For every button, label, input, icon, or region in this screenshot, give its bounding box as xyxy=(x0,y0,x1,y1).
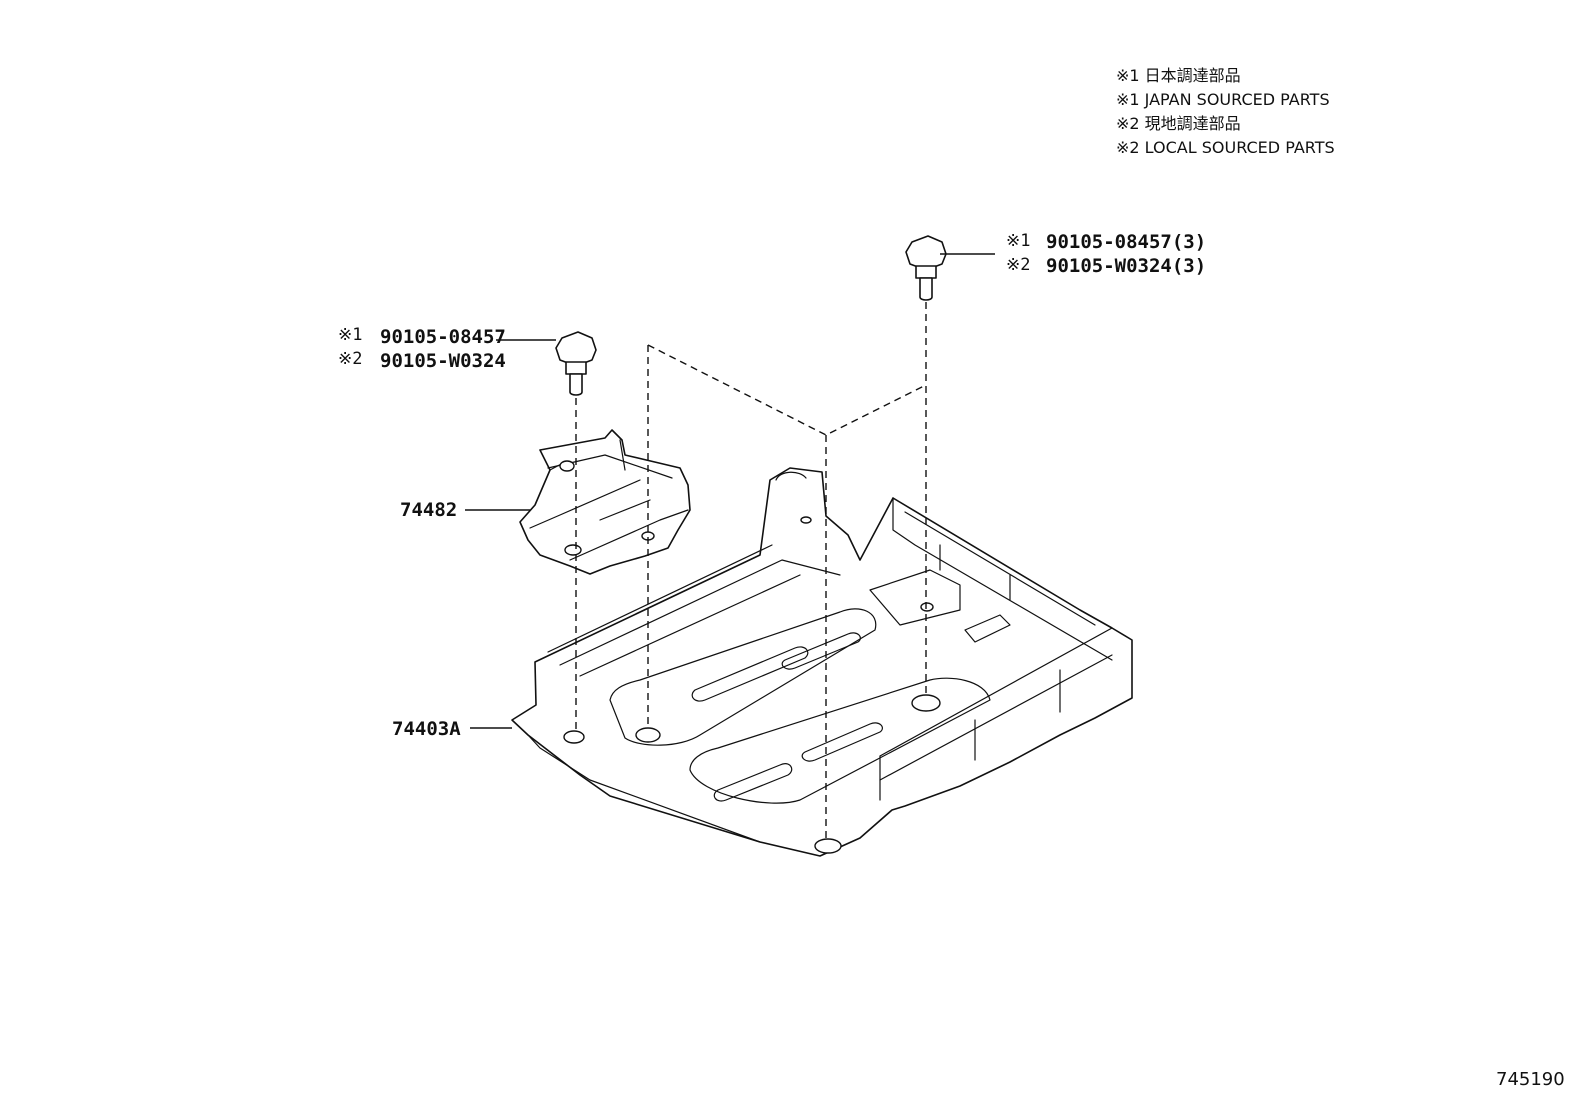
illustration-id: 745190 xyxy=(1496,1069,1565,1090)
leader-lines xyxy=(465,253,995,729)
legend-line-4: ※2 LOCAL SOURCED PARTS xyxy=(1116,138,1335,157)
assembly-lines xyxy=(575,302,927,838)
bolt-left-mark-2: ※2 xyxy=(338,349,362,369)
bolt-left-part-number-2[interactable]: 90105-W0324 xyxy=(380,350,506,372)
legend-line-1: ※1 日本調達部品 xyxy=(1116,66,1241,85)
bolt-right-mark-1: ※1 xyxy=(1006,231,1030,251)
bolt-left-mark-1: ※1 xyxy=(338,325,362,345)
bolt-left-part-number-1[interactable]: 90105-08457 xyxy=(380,326,506,348)
legend-line-3: ※2 現地調達部品 xyxy=(1116,114,1241,133)
bolt-right-part[interactable] xyxy=(905,235,947,301)
sourcing-legend: ※1 日本調達部品 ※1 JAPAN SOURCED PARTS ※2 現地調達… xyxy=(1116,66,1335,157)
bolt-left-part[interactable] xyxy=(555,331,597,396)
cover-part-number[interactable]: 74403A xyxy=(392,718,461,740)
legend-line-2: ※1 JAPAN SOURCED PARTS xyxy=(1116,90,1330,109)
bracket-part[interactable] xyxy=(519,429,691,575)
bolt-left-callout: ※1 90105-08457 ※2 90105-W0324 xyxy=(338,325,506,372)
bolt-right-callout: ※1 90105-08457(3) ※2 90105-W0324(3) xyxy=(1006,231,1206,277)
bolt-right-part-number-2[interactable]: 90105-W0324(3) xyxy=(1046,255,1206,277)
bolt-right-mark-2: ※2 xyxy=(1006,255,1030,275)
engine-under-cover-part[interactable] xyxy=(511,467,1133,857)
bracket-part-number[interactable]: 74482 xyxy=(400,499,457,521)
bolt-right-part-number-1[interactable]: 90105-08457(3) xyxy=(1046,231,1206,253)
